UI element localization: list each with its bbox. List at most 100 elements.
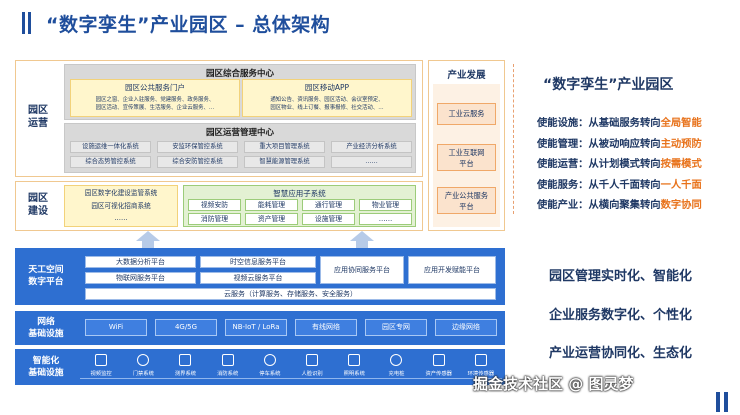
operation-label: 园区运营 (28, 105, 48, 129)
smart-app-2-0[interactable]: 消防管理 (188, 213, 241, 225)
iot-platform[interactable]: 物联网服务平台 (85, 272, 196, 284)
smart-app-3[interactable]: 物业管理 (359, 199, 412, 211)
gate-icon (137, 354, 150, 366)
management-system-2-0[interactable]: 综合态势管控系统 (70, 156, 151, 168)
portal-line-1: 园区之窗、企业入驻服务、党建服务、政务服务、 (95, 97, 215, 103)
management-center-title: 园区运营管理中心 (205, 128, 274, 138)
device-item-9[interactable]: 环境传感器 (459, 354, 502, 379)
video-cloud-platform[interactable]: 视频云服务平台 (200, 272, 316, 284)
enablement-highlight: 按需模式 (660, 158, 702, 170)
enablement-line-3: 使能服务：从千人千面转向一人千面 (537, 176, 702, 191)
device-label: 测界系统 (164, 369, 207, 379)
network-item-0[interactable]: WiFi (85, 319, 147, 336)
device-item-6[interactable]: 照明系统 (333, 354, 376, 379)
corner-decoration (716, 392, 720, 412)
device-label: 资产传感器 (417, 369, 460, 379)
device-label: 视频监控 (80, 369, 123, 379)
smart-app-1[interactable]: 能耗管理 (245, 199, 298, 211)
device-label: 人脸识别 (291, 369, 334, 379)
devices-label: 智能化基础设施 (28, 356, 64, 378)
parking-icon (263, 354, 276, 366)
network-item-3[interactable]: 有线网络 (295, 319, 357, 336)
app-dev-platform[interactable]: 应用开发赋能平台 (408, 256, 496, 284)
portal-title: 园区公共服务门户 (125, 83, 185, 92)
management-system-2-3[interactable]: …… (331, 156, 412, 168)
portal-box[interactable] (70, 79, 240, 117)
right-big-3: 产业运营协同化、生态化 (549, 346, 693, 361)
camera-icon (95, 354, 108, 366)
management-row-2: 综合态势管控系统综合安防管控系统智慧能源管理系统 …… (70, 156, 412, 168)
construction-item-2[interactable]: 园区可视化招商系统 (91, 202, 151, 210)
watermark: 掘金技术社区 @ 图灵梦 (473, 375, 634, 393)
smart-app-title: 智慧应用子系统 (273, 189, 326, 198)
smart-app-2-1[interactable]: 资产管理 (245, 213, 298, 225)
smart-app-2-2[interactable]: 设施管理 (302, 213, 355, 225)
construction-label: 园区建设 (28, 193, 48, 217)
arrow-up-left (136, 231, 160, 241)
management-system-0[interactable]: 设施运维一体化系统 (70, 141, 151, 153)
right-big-2: 企业服务数字化、个性化 (549, 308, 693, 323)
management-system-2[interactable]: 重大项目管理系统 (244, 141, 325, 153)
network-item-1[interactable]: 4G/5G (155, 319, 217, 336)
management-system-3[interactable]: 产业经济分析系统 (331, 141, 412, 153)
network-item-4[interactable]: 园区专网 (365, 319, 427, 336)
service-center-title: 园区综合服务中心 (205, 69, 274, 79)
network-label: 网络基础设施 (28, 317, 64, 339)
device-item-5[interactable]: 人脸识别 (291, 354, 334, 379)
mobile-app-box[interactable] (242, 79, 412, 117)
smart-app-2-3[interactable]: …… (359, 213, 412, 225)
device-item-8[interactable]: 资产传感器 (417, 354, 460, 379)
device-item-1[interactable]: 门禁系统 (122, 354, 165, 379)
network-item-2[interactable]: NB-IoT / LoRa (225, 319, 287, 336)
enablement-highlight: 全局智能 (660, 117, 702, 129)
network-items: WiFi 4G/5G NB-IoT / LoRa 有线网络园区专网边缘网络 (85, 319, 497, 336)
enablement-text: 使能运营：从计划模式转向 (537, 158, 661, 170)
smart-row-2: 消防管理资产管理设施管理 …… (188, 213, 412, 225)
device-item-2[interactable]: 测界系统 (164, 354, 207, 379)
industry-public-service-platform[interactable]: 产业公共服务平台 (437, 187, 496, 214)
bigdata-platform[interactable]: 大数据分析平台 (85, 256, 196, 268)
enablement-line-2: 使能运营：从计划模式转向按需模式 (537, 155, 702, 170)
mobile-line-1: 通知公告、资讯服务、园区活动、会议室预定、 (270, 97, 384, 103)
enablement-text: 使能服务：从千人千面转向 (537, 178, 661, 191)
industry-cloud-service[interactable]: 工业云服务 (437, 103, 496, 125)
right-divider (513, 64, 514, 214)
right-big-1: 园区管理实时化、智能化 (549, 269, 693, 284)
smart-app-2[interactable]: 通行管理 (302, 199, 355, 211)
construction-item-1[interactable]: 园区数字化建设监管系统 (84, 189, 158, 197)
spatiotemporal-platform[interactable]: 时空信息服务平台 (200, 256, 316, 268)
device-label: 充电桩 (375, 369, 418, 379)
arrow-up-right (350, 231, 374, 241)
device-item-0[interactable]: 视频监控 (80, 354, 123, 379)
management-system-2-2[interactable]: 智慧能源管理系统 (244, 156, 325, 168)
cloud-service-bar[interactable]: 云服务（计算服务、存储服务、安全服务） (85, 288, 496, 300)
device-items: 视频监控门禁系统测界系统消防系统停车系统人脸识别照明系统充电桩资产传感器环境传感… (80, 354, 502, 384)
enablement-text: 使能设施：从基础服务转向 (537, 117, 661, 129)
device-item-7[interactable]: 充电桩 (375, 354, 418, 379)
environment-icon (179, 354, 192, 366)
portal-line-2: 园区活动、宣传策展、生活服务、企业云服务、… (95, 105, 215, 111)
enablement-line-1: 使能管理：从被动响应转向主动预防 (537, 135, 702, 150)
app-collab-platform[interactable]: 应用协同服务平台 (320, 256, 404, 284)
device-item-3[interactable]: 消防系统 (206, 354, 249, 379)
device-label: 消防系统 (206, 369, 249, 379)
construction-item-3: …… (114, 214, 128, 222)
network-item-5[interactable]: 边缘网络 (435, 319, 497, 336)
right-panel-title: “数字孪生”产业园区 (543, 77, 674, 93)
arrow-stem-left (142, 240, 154, 248)
management-system-1[interactable]: 安监环保管控系统 (157, 141, 238, 153)
device-item-4[interactable]: 停车系统 (248, 354, 291, 379)
enablement-line-0: 使能设施：从基础服务转向全局智能 (537, 114, 702, 129)
mobile-line-2: 园区物业、线上订餐、报事报修、社交活动、… (270, 105, 384, 111)
title-decoration (22, 12, 32, 34)
management-system-2-1[interactable]: 综合安防管控系统 (157, 156, 238, 168)
device-label: 门禁系统 (122, 369, 165, 379)
mobile-app-title: 园区移动APP (304, 83, 350, 92)
env-sensor-icon (474, 354, 487, 366)
enablement-highlight: 一人千面 (660, 178, 702, 191)
enablement-text: 使能产业：从横向聚集转向 (537, 199, 661, 211)
industry-internet-platform[interactable]: 工业互联网平台 (437, 144, 496, 171)
smart-app-0[interactable]: 视频安防 (188, 199, 241, 211)
smart-row-1: 视频安防能耗管理通行管理物业管理 (188, 199, 412, 211)
charger-icon (390, 354, 403, 366)
